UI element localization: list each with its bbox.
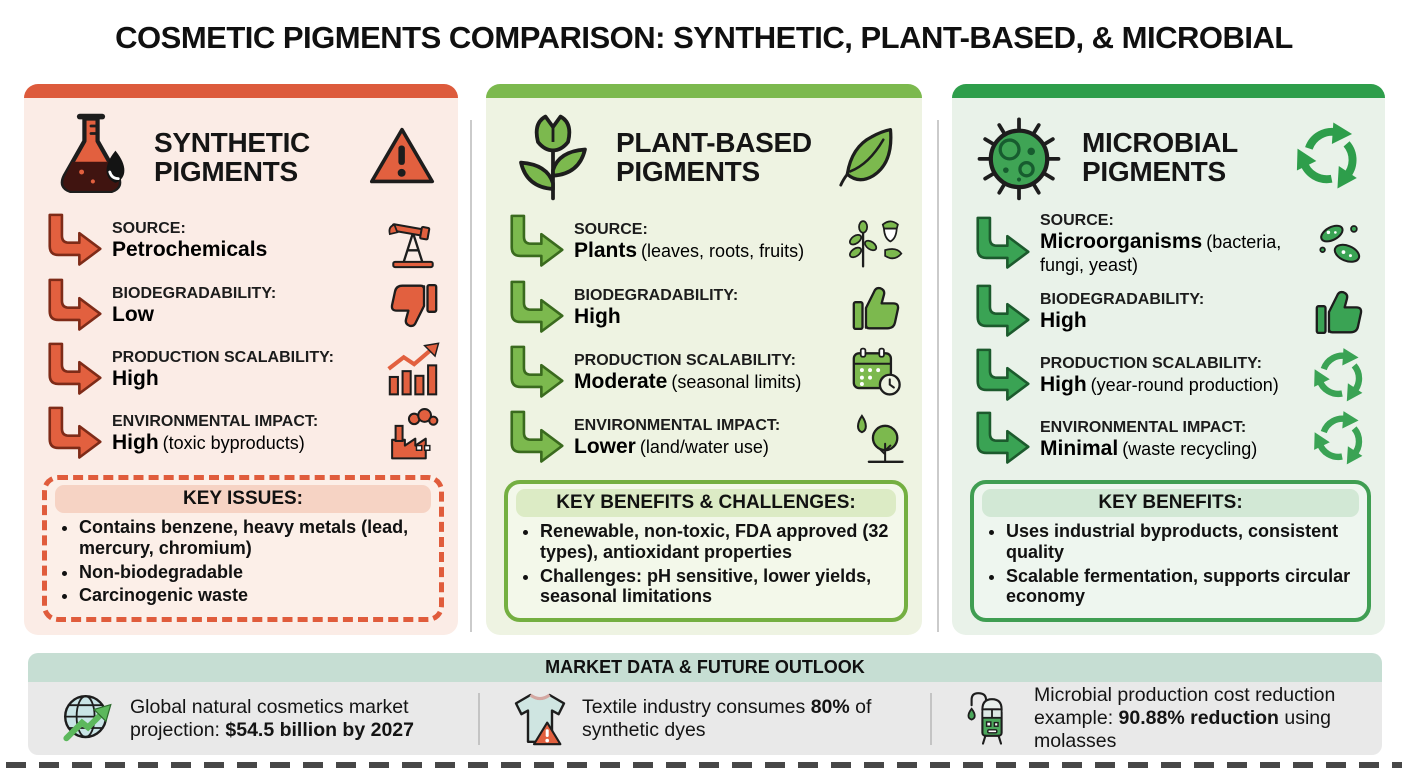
flask-droplet-icon: [60, 113, 125, 193]
column-accent-bar: [952, 84, 1385, 98]
bar-chart-icon: [387, 342, 440, 396]
cropped-bottom-edge: [6, 762, 1402, 768]
oil-pump-icon: [388, 223, 434, 269]
elbow-arrow-icon: [48, 213, 102, 267]
key-box-title: KEY ISSUES:: [55, 485, 431, 514]
plant-flower-icon: [519, 114, 587, 201]
attribute-row: SOURCE: Microorganisms(bacteria, fungi, …: [976, 212, 1371, 277]
attribute-row: BIODEGRADABILITY: High: [976, 283, 1371, 341]
attribute-row: BIODEGRADABILITY: Low: [48, 277, 444, 335]
attribute-row: ENVIRONMENTAL IMPACT: Minimal(waste recy…: [976, 410, 1371, 468]
leaf-icon: [839, 128, 893, 187]
key-benefits-challenges-box: KEY BENEFITS & CHALLENGES: Renewable, no…: [504, 480, 908, 622]
key-box-bullet: Uses industrial byproducts, consistent q…: [1006, 521, 1359, 562]
column-accent-bar: [486, 84, 922, 98]
drop-tree-icon: [856, 414, 904, 463]
calendar-clock-icon: [852, 347, 901, 396]
cycle-icon: [1314, 411, 1363, 465]
elbow-arrow-icon: [510, 410, 564, 463]
key-box-bullet: Non-biodegradable: [79, 562, 431, 583]
market-data-section: MARKET DATA & FUTURE OUTLOOK Global natu…: [28, 653, 1382, 755]
thumbs-up-icon: [852, 286, 900, 330]
footer-item-textile: Textile industry consumes 80% of synthet…: [480, 689, 930, 749]
elbow-arrow-icon: [48, 278, 102, 331]
column-title: SYNTHETIC PIGMENTS: [154, 126, 310, 187]
market-data-title: MARKET DATA & FUTURE OUTLOOK: [28, 653, 1382, 682]
elbow-arrow-icon: [976, 216, 1030, 270]
page-title: COSMETIC PIGMENTS COMPARISON: SYNTHETIC,…: [115, 20, 1293, 55]
footer-item-text: Microbial production cost reduction exam…: [1034, 684, 1336, 752]
globe-arrow-icon: [63, 694, 112, 741]
thumbs-down-icon: [390, 283, 438, 327]
attribute-row: SOURCE: Plants(leaves, roots, fruits): [510, 213, 908, 271]
key-box-bullet: Challenges: pH sensitive, lower yields, …: [540, 566, 896, 607]
column-synthetic: SYNTHETIC PIGMENTS SOURCE: Petrochemical…: [24, 84, 458, 635]
key-box-bullet: Contains benzene, heavy metals (lead, me…: [79, 517, 431, 558]
recycle-icon: [1296, 122, 1357, 189]
cycle-icon: [1314, 347, 1363, 401]
key-benefits-box: KEY BENEFITS: Uses industrial byproducts…: [970, 480, 1371, 622]
key-issues-box: KEY ISSUES: Contains benzene, heavy meta…: [42, 475, 444, 622]
column-plant-based: PLANT-BASED PIGMENTS SOURCE: Plants(leav…: [486, 84, 922, 635]
column-title: MICROBIAL PIGMENTS: [1082, 126, 1238, 187]
key-box-title: KEY BENEFITS & CHALLENGES:: [516, 489, 896, 518]
microbe-icon: [977, 117, 1061, 201]
attribute-row: ENVIRONMENTAL IMPACT: Lower(land/water u…: [510, 409, 908, 467]
tshirt-warning-icon: [514, 693, 566, 745]
factory-icon: [391, 408, 439, 460]
key-box-title: KEY BENEFITS:: [982, 489, 1359, 518]
column-divider: [470, 120, 472, 632]
key-box-bullet: Scalable fermentation, supports circular…: [1006, 566, 1359, 607]
footer-item-market-projection: Global natural cosmetics market projecti…: [28, 689, 478, 749]
attribute-row: ENVIRONMENTAL IMPACT: High(toxic byprodu…: [48, 405, 444, 463]
attribute-row: PRODUCTION SCALABILITY: High: [48, 341, 444, 399]
attribute-row: PRODUCTION SCALABILITY: Moderate(seasona…: [510, 344, 908, 402]
elbow-arrow-icon: [48, 406, 102, 459]
bacteria-icon: [1319, 225, 1361, 264]
elbow-arrow-icon: [976, 284, 1030, 337]
attribute-row: SOURCE: Petrochemicals: [48, 212, 444, 270]
elbow-arrow-icon: [510, 345, 564, 398]
column-microbial: MICROBIAL PIGMENTS SOURCE: Microo: [952, 84, 1385, 635]
key-box-bullet: Renewable, non-toxic, FDA approved (32 t…: [540, 521, 896, 562]
fermenter-icon: [967, 691, 1003, 745]
footer-item-cost-reduction: Microbial production cost reduction exam…: [932, 684, 1382, 753]
footer-divider: [478, 692, 480, 745]
column-accent-bar: [24, 84, 458, 98]
column-divider: [937, 120, 939, 632]
elbow-arrow-icon: [510, 280, 564, 333]
footer-item-text: Textile industry consumes 80% of synthet…: [582, 695, 872, 741]
footer-item-text: Global natural cosmetics market projecti…: [130, 695, 414, 741]
elbow-arrow-icon: [510, 214, 564, 268]
thumbs-up-icon: [1315, 290, 1363, 334]
warning-triangle-icon: [369, 127, 435, 184]
key-box-bullet: Carcinogenic waste: [79, 585, 431, 606]
attribute-row: PRODUCTION SCALABILITY: High(year-round …: [976, 347, 1371, 405]
attribute-row: BIODEGRADABILITY: High: [510, 279, 908, 337]
sprig-acorn-icon: [849, 220, 903, 268]
column-title: PLANT-BASED PIGMENTS: [616, 126, 812, 187]
elbow-arrow-icon: [976, 348, 1030, 401]
footer-divider: [930, 692, 932, 745]
elbow-arrow-icon: [48, 342, 102, 395]
elbow-arrow-icon: [976, 411, 1030, 465]
